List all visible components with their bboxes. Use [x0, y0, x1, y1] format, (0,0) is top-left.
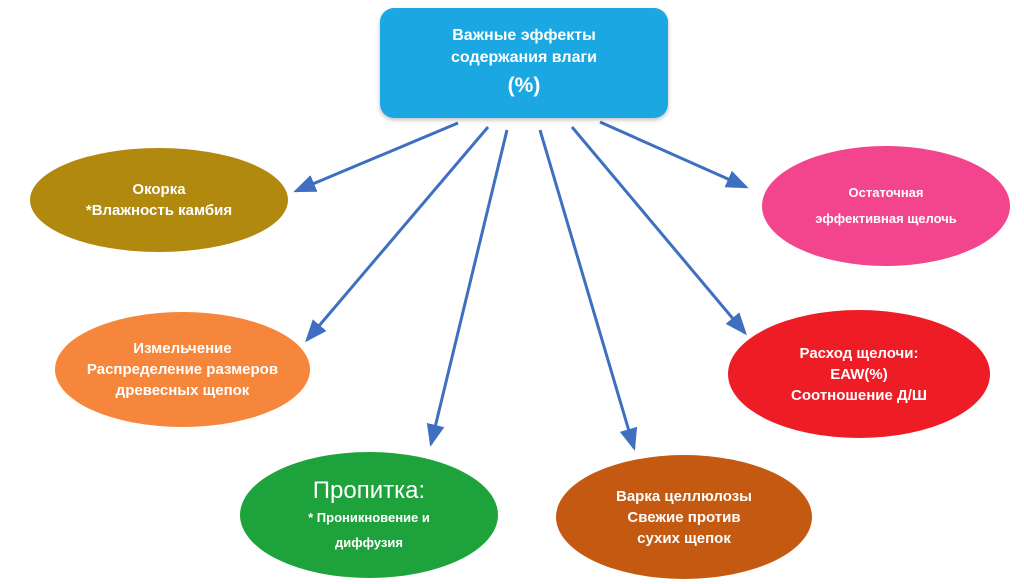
node-title: Пропитка:	[312, 476, 426, 504]
node-impregnation: Пропитка: * Проникновение и диффузия	[240, 452, 498, 578]
root-box: Важные эффекты содержания влаги (%)	[380, 8, 668, 118]
node-text: Остаточная	[848, 185, 924, 200]
root-box-line: Важные эффекты	[452, 26, 596, 44]
node-text: сухих щепок	[637, 529, 731, 547]
node-alkali-consumption: Расход щелочи: EAW(%) Соотношение Д/Ш	[728, 310, 990, 438]
arrow-to-pulping	[538, 129, 638, 451]
node-text: *Влажность камбия	[85, 202, 233, 219]
arrow-to-alkali	[570, 126, 747, 336]
arrow-to-residual	[599, 120, 749, 189]
node-text: Свежие против	[627, 508, 741, 526]
node-text: EAW(%)	[830, 365, 888, 383]
root-box-line: содержания влаги	[451, 49, 597, 67]
root-box-percent: (%)	[507, 73, 541, 97]
node-chipping: Измельчение Распределение размеров древе…	[55, 312, 310, 427]
node-text: Расход щелочи:	[799, 344, 919, 362]
arrow-to-debarking	[293, 121, 459, 193]
node-text: Окорка	[132, 181, 186, 198]
node-text: диффузия	[335, 534, 403, 550]
node-residual-alkali: Остаточная эффективная щелочь	[762, 146, 1010, 266]
arrow-to-impregnation	[426, 129, 509, 447]
node-text: * Проникновение и	[308, 509, 430, 525]
node-text: эффективная щелочь	[815, 211, 957, 226]
node-text: Варка целлюлозы	[616, 487, 752, 505]
node-text: Соотношение Д/Ш	[791, 386, 927, 404]
arrow-to-chipping	[305, 126, 490, 343]
node-debarking: Окорка *Влажность камбия	[30, 148, 288, 252]
node-text: древесных щепок	[115, 382, 250, 399]
node-pulping: Варка целлюлозы Свежие против сухих щепо…	[556, 455, 812, 579]
node-text: Распределение размеров	[86, 361, 279, 378]
node-text: Измельчение	[133, 340, 232, 357]
